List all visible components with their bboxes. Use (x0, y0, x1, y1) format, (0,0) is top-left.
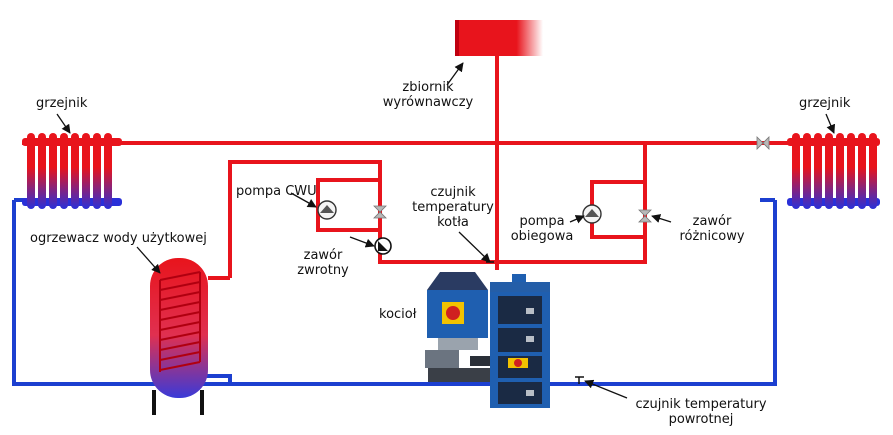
differential-valve-icon (638, 209, 652, 223)
circulation-pump-label: pompa obiegowa (506, 214, 578, 244)
radiator-left (22, 133, 122, 209)
boiler-sensor-label-line3: kotła (437, 215, 469, 230)
expansion-tank (455, 20, 543, 56)
expansion-tank-label-line1: zbiornik (402, 80, 454, 95)
cwu-valve-icon (373, 205, 387, 219)
return-pipes (12, 198, 777, 386)
boiler (425, 272, 550, 408)
expansion-tank-label-line2: wyrównawczy (382, 95, 474, 110)
radiator-valve-icon (756, 136, 770, 150)
label-arrows (56, 62, 836, 399)
expansion-tank-label: zbiornik wyrównawczy (368, 80, 488, 110)
boiler-sensor-label: czujnik temperatury kotła (408, 185, 498, 230)
radiator-left-label: grzejnik (36, 96, 88, 111)
check-valve-label: zawór zwrotny (290, 248, 356, 278)
water-heater-label: ogrzewacz wody użytkowej (30, 231, 207, 246)
differential-valve-label-line1: zawór (692, 214, 732, 229)
cwu-pump-label: pompa CWU (236, 184, 317, 199)
check-valve-icon (374, 237, 392, 255)
return-sensor-label-line2: powrotnej (668, 412, 734, 427)
cwu-pump-icon (317, 200, 337, 220)
differential-valve-label: zawór różnicowy (672, 214, 752, 244)
radiator-right-label: grzejnik (799, 96, 851, 111)
return-sensor-marker (575, 376, 584, 384)
return-sensor-label-line1: czujnik temperatury (635, 397, 767, 412)
differential-valve-label-line2: różnicowy (679, 229, 745, 244)
water-heater-tank (150, 258, 208, 415)
circulation-pump-label-line2: obiegowa (510, 229, 574, 244)
check-valve-label-line2: zwrotny (297, 263, 349, 278)
boiler-sensor-label-line2: temperatury (412, 200, 494, 215)
boiler-label: kocioł (379, 307, 417, 322)
check-valve-label-line1: zawór (303, 248, 343, 263)
radiator-right (787, 133, 880, 209)
circulation-pump-label-line1: pompa (519, 214, 565, 229)
return-sensor-label: czujnik temperatury powrotnej (626, 397, 776, 427)
circulation-pump-icon (582, 204, 602, 224)
boiler-sensor-label-line1: czujnik (430, 185, 476, 200)
